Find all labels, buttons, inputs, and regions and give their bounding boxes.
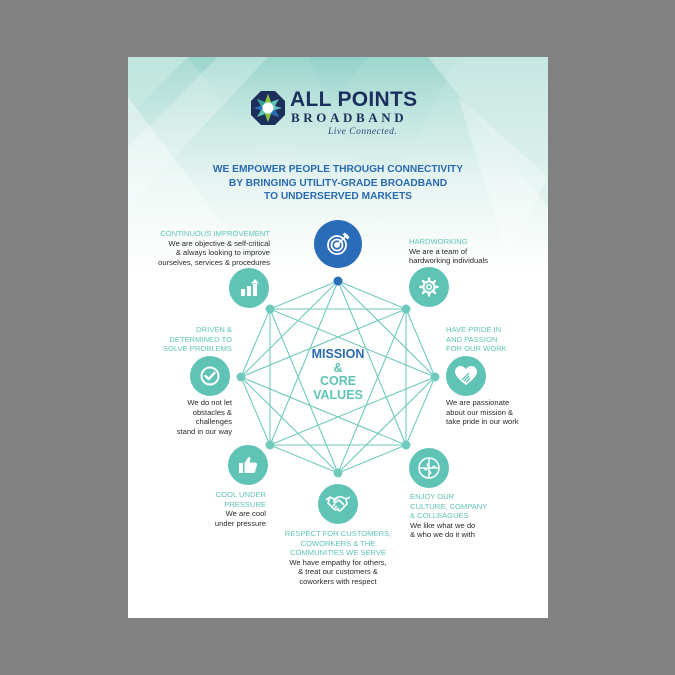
value-title: & COLLEAGUES — [410, 511, 469, 520]
puzzle-icon — [418, 457, 440, 479]
value-title: COOL UNDER — [215, 490, 266, 499]
value-title: ENJOY OUR — [410, 492, 455, 501]
octagon-star-logo-icon — [251, 91, 285, 125]
value-pride-desc: We are passionate about our mission & ta… — [446, 398, 546, 427]
value-culture: ENJOY OUR CULTURE, COMPANY & COLLEAGUES … — [410, 492, 540, 540]
value-title: AND PASSION — [446, 334, 498, 344]
cool-circle — [228, 445, 268, 485]
value-title: DRIVEN & — [196, 325, 232, 334]
value-desc: We like what we do — [410, 520, 476, 530]
value-desc: stand in our way — [176, 426, 232, 436]
mission-headline: WE EMPOWER PEOPLE THROUGH CONNECTIVITY B… — [128, 163, 548, 204]
continuous-improvement-circle — [229, 268, 269, 308]
pride-circle — [446, 356, 486, 396]
value-desc: take pride in our work — [446, 417, 519, 426]
value-title: DETERMINED TO — [169, 334, 232, 344]
value-continuous-improvement: CONTINUOUS IMPROVEMENT We are objective … — [128, 229, 270, 267]
value-cool: COOL UNDER PRESSURE We are cool under pr… — [128, 490, 266, 528]
target-arrow-icon — [327, 232, 350, 255]
value-desc: We do not let — [187, 398, 232, 407]
headline-line: BY BRINGING UTILITY-GRADE BROADBAND — [228, 177, 448, 189]
value-desc: We have empathy for others, — [289, 557, 387, 567]
gear-icon — [419, 277, 439, 297]
headline-line: TO UNDERSERVED MARKETS — [264, 191, 412, 202]
value-desc: We are a team of — [409, 246, 468, 256]
target-circle — [314, 220, 362, 268]
logo-tagline: Live Connected. — [328, 127, 398, 137]
value-desc: about our mission & — [446, 407, 514, 417]
value-respect: RESPECT FOR CUSTOMERS, COWORKERS & THE C… — [238, 529, 438, 586]
hardworking-circle — [409, 267, 449, 307]
value-title: CULTURE, COMPANY — [410, 501, 488, 511]
center-core: CORE — [319, 374, 357, 388]
logo-subtitle: BROADBAND — [291, 110, 408, 125]
bar-chart-up-icon — [241, 279, 259, 296]
handshake-icon — [325, 496, 351, 512]
value-desc: & treat our customers & — [298, 567, 378, 576]
logo: ALL POINTS BROADBAND Live Connected. — [250, 86, 430, 142]
value-desc: coworkers with respect — [299, 576, 377, 586]
thumbs-up-icon — [239, 456, 258, 473]
value-title: HAVE PRIDE IN — [446, 325, 502, 334]
center-label: MISSION & CORE VALUES — [288, 347, 388, 402]
value-driven-title: DRIVEN & DETERMINED TO SOLVE PROBLEMS — [128, 325, 232, 354]
value-desc: We are objective & self-critical — [168, 238, 270, 248]
heart-hand-icon — [455, 366, 477, 385]
value-desc: obstacles & — [192, 407, 232, 417]
value-desc: hardworking individuals — [409, 256, 488, 265]
logo-title: ALL POINTS — [290, 88, 418, 111]
respect-circle — [318, 484, 358, 524]
culture-circle — [409, 448, 449, 488]
value-title: PRESSURE — [224, 499, 266, 509]
poster: ALL POINTS BROADBAND Live Connected. WE … — [128, 57, 548, 618]
center-mission: MISSION — [311, 347, 365, 361]
value-driven-desc: We do not let obstacles & challenges sta… — [128, 398, 232, 436]
value-desc: We are passionate — [446, 398, 510, 407]
value-hardworking: HARDWORKING We are a team of hardworking… — [409, 237, 539, 266]
driven-circle — [190, 356, 230, 396]
value-title: CONTINUOUS IMPROVEMENT — [160, 229, 270, 238]
value-title: COMMUNITIES WE SERVE — [289, 548, 387, 557]
value-desc: & who we do it with — [410, 530, 475, 539]
value-desc: under pressure — [214, 518, 266, 528]
value-title: FOR OUR WORK — [446, 344, 507, 353]
checkmark-circle-icon — [200, 366, 220, 386]
background-facets — [128, 57, 548, 618]
value-title: HARDWORKING — [409, 237, 468, 246]
value-title: SOLVE PROBLEMS — [162, 344, 232, 353]
center-values: VALUES — [313, 387, 363, 402]
center-ampersand: & — [333, 360, 343, 375]
value-desc: ourselves, services & procedures — [158, 257, 270, 267]
value-title: COWORKERS & THE — [300, 538, 376, 548]
star-network-diagram — [236, 276, 440, 478]
headline-line: WE EMPOWER PEOPLE THROUGH CONNECTIVITY — [212, 164, 464, 175]
value-desc: & always looking to improve — [175, 248, 270, 257]
value-desc: We are cool — [225, 509, 266, 518]
value-desc: challenges — [195, 417, 232, 426]
value-pride-title: HAVE PRIDE IN AND PASSION FOR OUR WORK — [446, 325, 546, 354]
value-title: RESPECT FOR CUSTOMERS, — [284, 529, 392, 538]
